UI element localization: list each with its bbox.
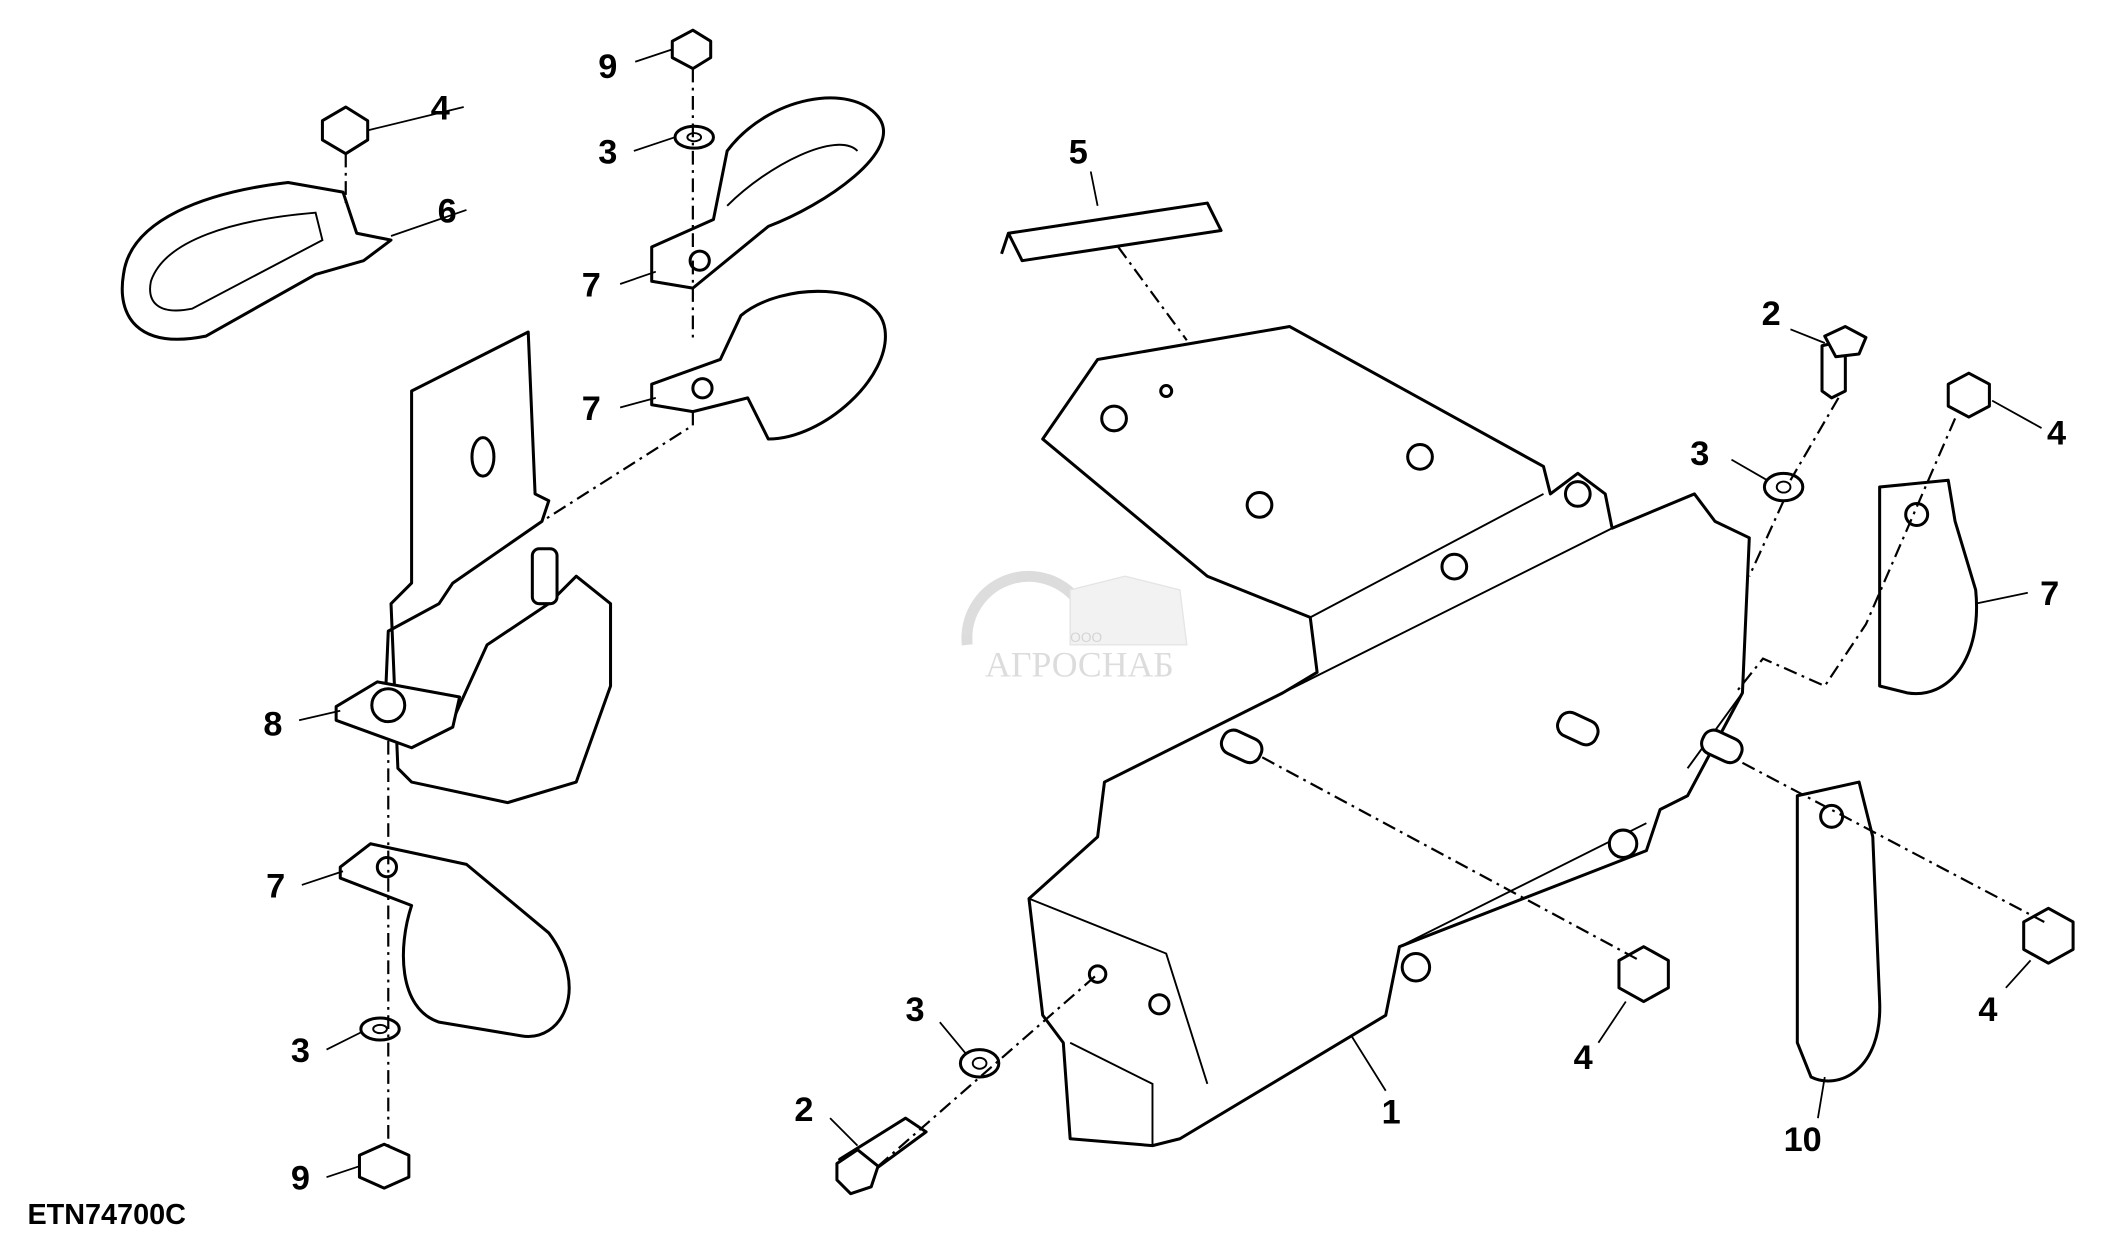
- watermark-name: АГРОСНАБ: [985, 644, 1174, 684]
- clamp-part-10: [1795, 780, 1882, 1083]
- callout-4: 4: [431, 89, 450, 127]
- clamp-part-7c: [338, 842, 571, 1038]
- clamp-part-7d: [1878, 478, 1979, 696]
- callout-7: 7: [2040, 575, 2059, 613]
- callout-3: 3: [291, 1032, 310, 1070]
- watermark-prefix: ООО: [1070, 630, 1102, 645]
- centerlines: [344, 68, 2045, 1168]
- callout-4: 4: [1574, 1039, 1593, 1077]
- figure-code: ETN74700C: [27, 1199, 186, 1231]
- callout-6: 6: [438, 192, 457, 230]
- strip-part-5: [1000, 201, 1223, 263]
- callout-5: 5: [1069, 133, 1088, 171]
- hardware: [320, 28, 2075, 1196]
- left-bracket: [334, 330, 613, 805]
- callout-3: 3: [598, 133, 617, 171]
- clamp-part-6: [120, 180, 393, 341]
- callouts: 9 4 3 6 7 7 5 2 3 4 7 8 7 3 9 3 2 1 4 10…: [263, 48, 2066, 1197]
- callout-10: 10: [1784, 1121, 1822, 1159]
- callout-3: 3: [906, 991, 925, 1029]
- callout-8: 8: [263, 705, 282, 743]
- callout-9: 9: [291, 1160, 310, 1198]
- callout-9: 9: [598, 48, 617, 86]
- callout-3: 3: [1690, 435, 1709, 473]
- callout-1: 1: [1382, 1094, 1401, 1132]
- main-bracket: [1027, 325, 1751, 1148]
- leader-lines: [298, 48, 2042, 1179]
- callout-7: 7: [266, 867, 285, 905]
- callout-7: 7: [582, 390, 601, 428]
- callout-4: 4: [2047, 415, 2066, 453]
- callout-2: 2: [794, 1091, 813, 1129]
- clamp-part-7b: [650, 289, 887, 441]
- clamp-part-7a: [650, 96, 886, 290]
- watermark-logo: ООО АГРОСНАБ: [961, 570, 1188, 684]
- callout-4: 4: [1978, 991, 1997, 1029]
- callout-2: 2: [1762, 295, 1781, 333]
- callout-7: 7: [582, 266, 601, 304]
